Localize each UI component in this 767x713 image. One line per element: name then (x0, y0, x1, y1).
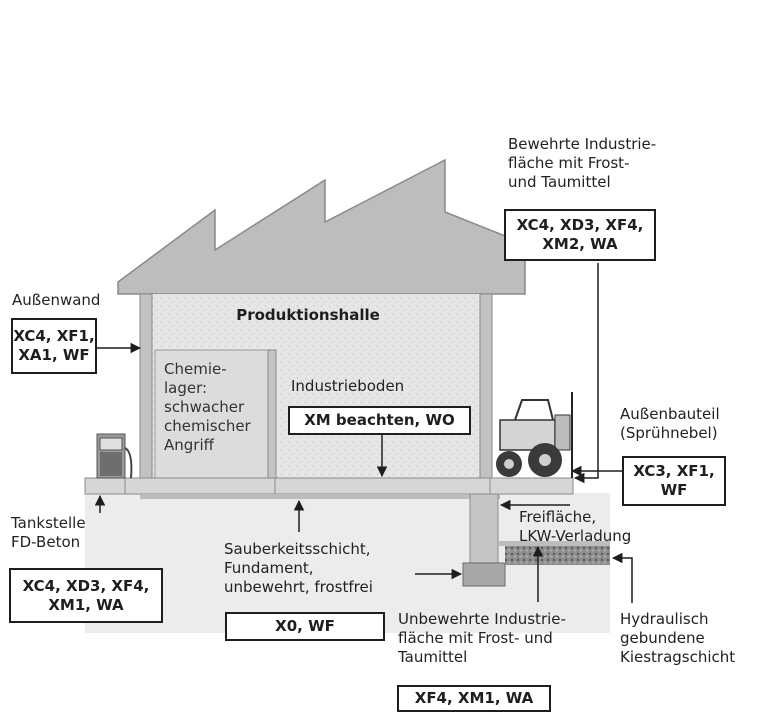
code-box-aussenbauteil: XC3, XF1, WF (622, 456, 726, 506)
leader-hydraulisch (611, 552, 633, 603)
code-box-bewehrte: XC4, XD3, XF4, XM2, WA (504, 209, 656, 261)
label-bewehrte: Bewehrte Industrie- fläche mit Frost- un… (508, 135, 657, 191)
wall-right (479, 293, 493, 480)
forklift-icon (496, 392, 573, 478)
floor-slab (84, 477, 574, 495)
chemielager-wall (267, 349, 277, 479)
label-aussenwand: Außenwand (12, 291, 101, 309)
foundation-column (469, 493, 499, 565)
label-chemielager: Chemie- lager: schwacher chemischer Angr… (164, 360, 251, 454)
code-box-unbewehrte: XF4, XM1, WA (397, 685, 551, 712)
label-freiflaeche: Freifläche, LKW-Verladung (519, 508, 632, 545)
gravel-layer (505, 545, 610, 565)
leader-bewehrte (573, 263, 599, 484)
code-box-sauberkeit: X0, WF (225, 612, 385, 641)
foundation-footing (462, 562, 506, 587)
code-box-industrieboden: XM beachten, WO (288, 406, 471, 435)
label-sauberkeit: Sauberkeitsschicht, Fundament, unbewehrt… (224, 540, 373, 596)
label-aussenbauteil: Außenbauteil (Sprühnebel) (620, 405, 720, 442)
code-box-tankstelle: XC4, XD3, XF4, XM1, WA (9, 568, 163, 623)
outdoor-slab (498, 541, 610, 546)
wall-left (139, 293, 153, 480)
label-hydraulisch: Hydraulisch gebundene Kiestragschicht (620, 610, 736, 666)
sauberkeitsschicht (140, 494, 500, 499)
sawtooth-roof (117, 158, 526, 295)
page-title: Produktionshalle (236, 306, 380, 324)
label-tankstelle: Tankstelle FD-Beton (11, 514, 86, 551)
label-industrieboden: Industrieboden (291, 377, 405, 395)
chemielager-room (154, 349, 274, 479)
label-unbewehrte: Unbewehrte Industrie- fläche mit Frost- … (398, 610, 566, 666)
fuel-dispenser-icon (96, 433, 133, 479)
code-box-aussenwand: XC4, XF1, XA1, WF (11, 318, 97, 374)
